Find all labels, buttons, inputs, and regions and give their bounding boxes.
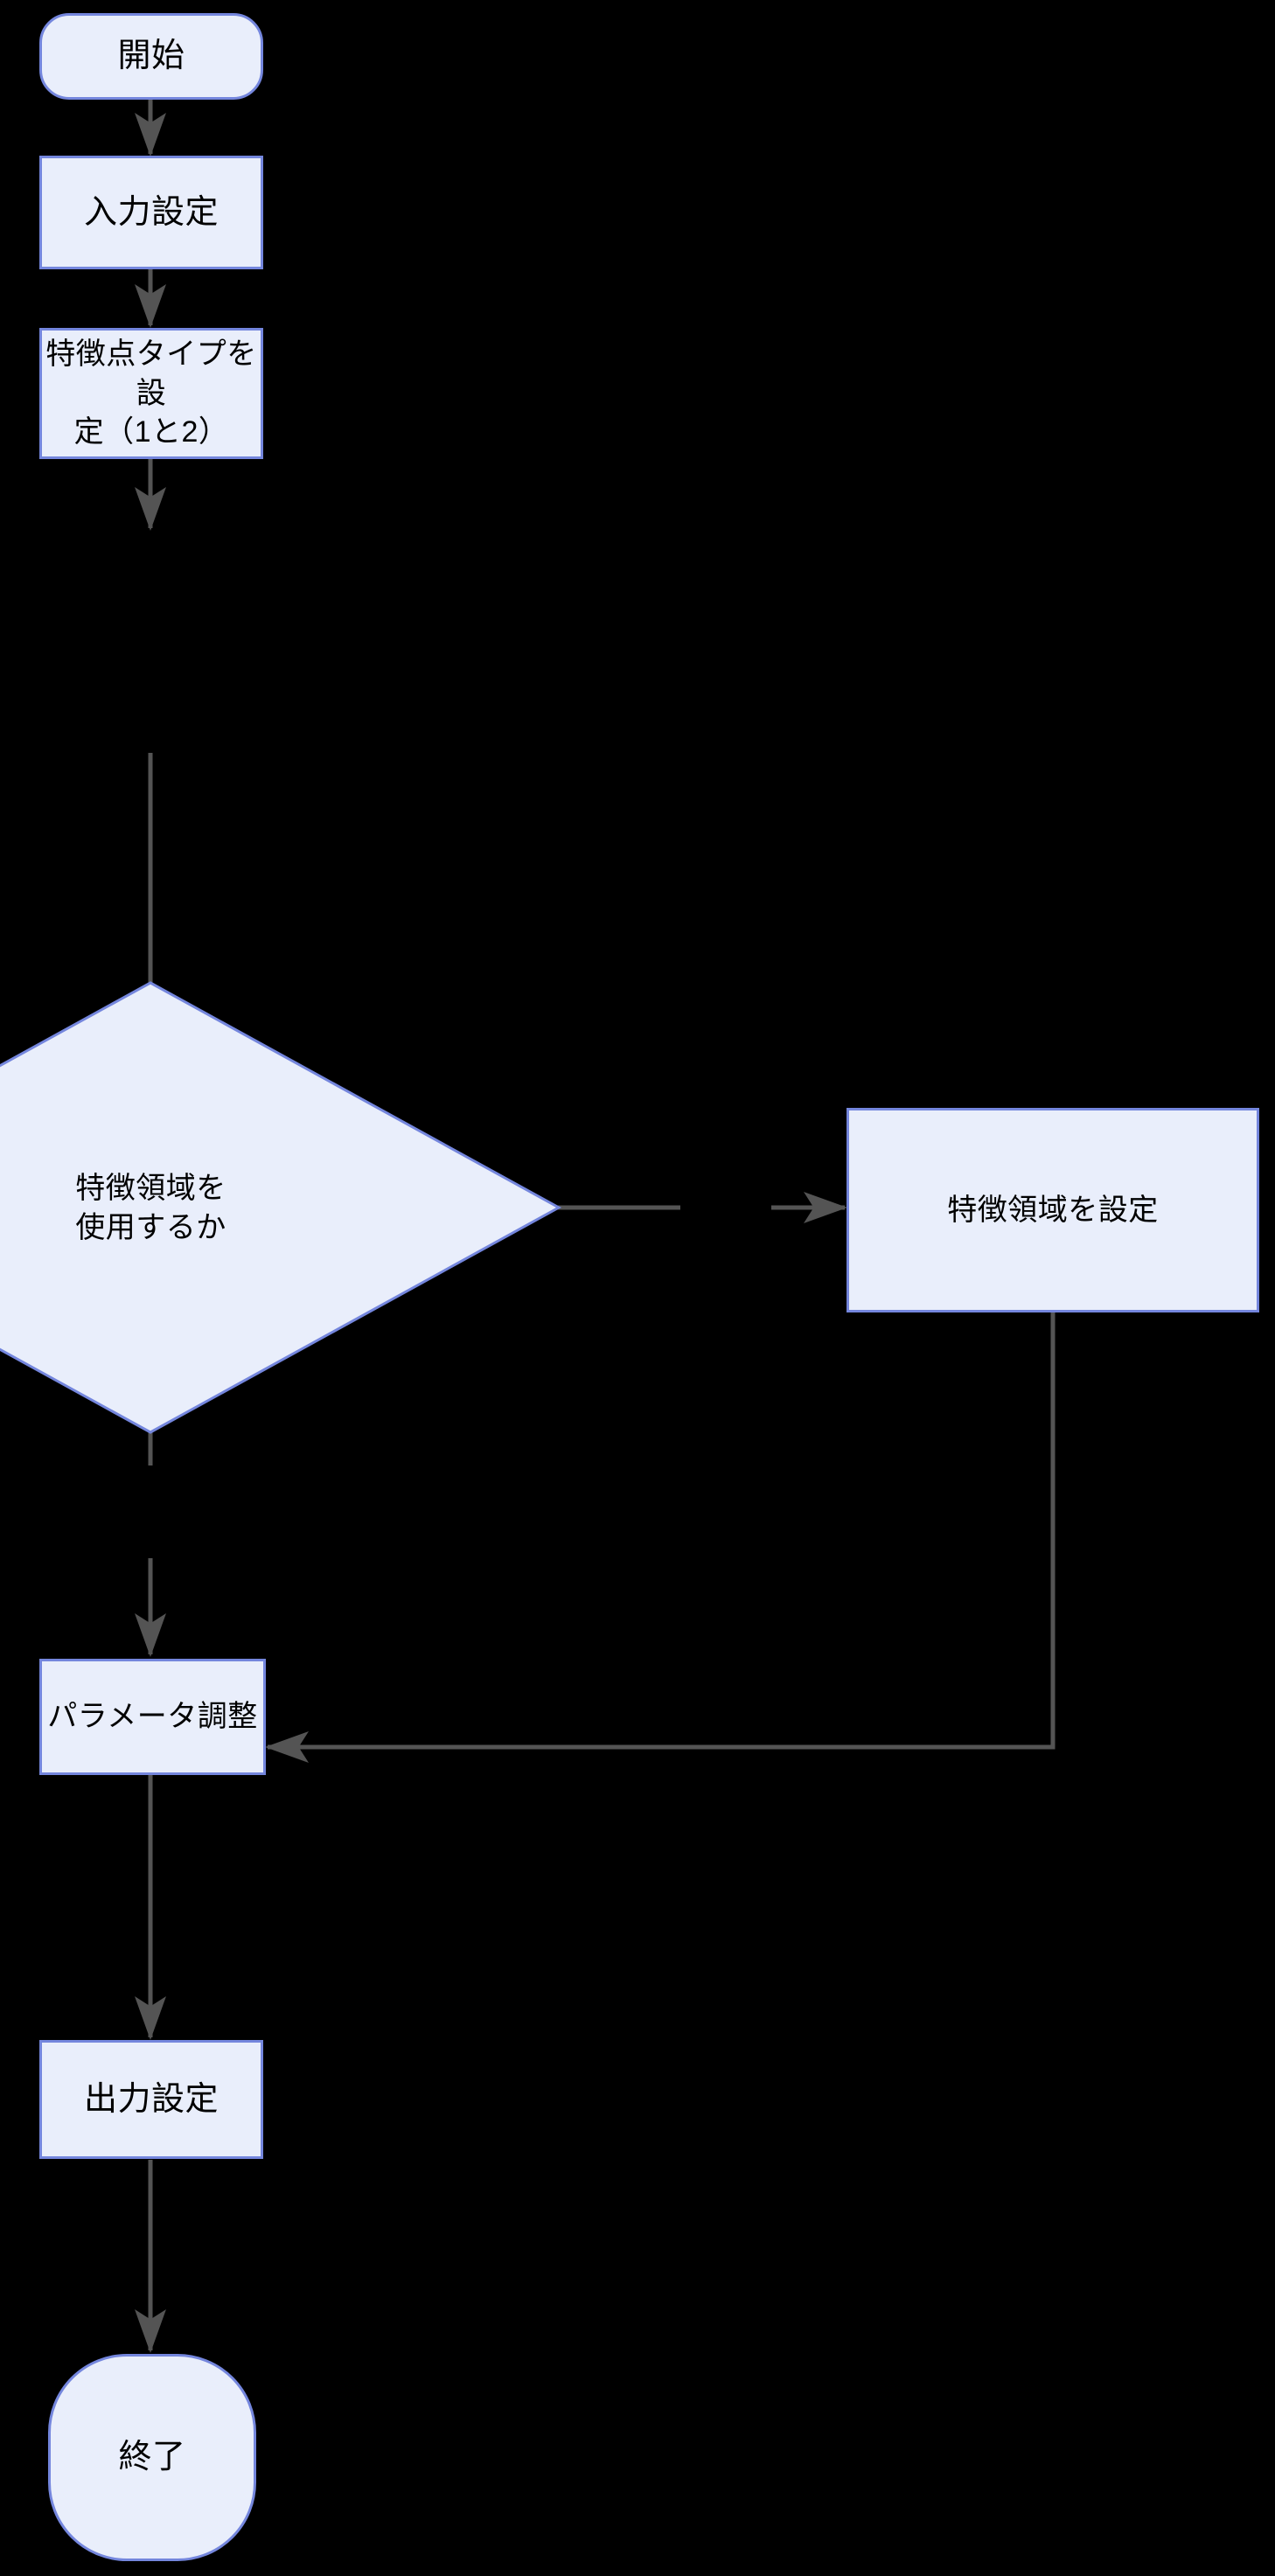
node-output-label: 出力設定 — [83, 2080, 219, 2118]
node-input[interactable]: 入力設定 — [39, 156, 263, 269]
node-end[interactable]: 終了 — [48, 2354, 256, 2561]
edge-region-to-params — [264, 1312, 1056, 1763]
node-start[interactable]: 開始 — [39, 13, 263, 100]
node-start-label: 開始 — [117, 38, 185, 75]
node-output[interactable]: 出力設定 — [39, 2040, 263, 2159]
node-feature-type[interactable]: 特徴点タイプを設 定（1と2） — [39, 328, 263, 459]
node-decision-label: 特徴領域を 使用するか — [75, 1171, 226, 1244]
decision-polygon — [0, 981, 562, 1434]
node-region[interactable]: 特徴領域を設定 — [847, 1108, 1259, 1312]
node-input-label: 入力設定 — [83, 193, 219, 231]
decision-diamond-shape — [0, 533, 557, 1627]
node-region-label: 特徴領域を設定 — [947, 1193, 1159, 1227]
node-feature-type-label: 特徴点タイプを設 定（1と2） — [45, 337, 257, 449]
node-params-label: パラメータ調整 — [47, 1700, 258, 1734]
node-decision[interactable]: 特徴領域を 使用するか — [0, 1123, 350, 1293]
node-end-label: 終了 — [118, 2439, 186, 2476]
node-params[interactable]: パラメータ調整 — [39, 1659, 266, 1775]
